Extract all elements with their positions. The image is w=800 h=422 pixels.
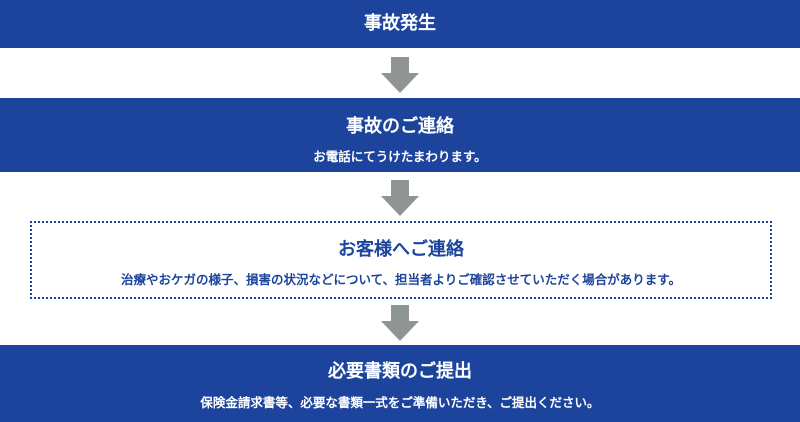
step-title: お客様へご連絡 — [338, 239, 464, 260]
step-title: 事故のご連絡 — [346, 116, 454, 137]
step-accident-occurrence: 事故発生 — [0, 0, 800, 48]
step-title: 必要書類のご提出 — [328, 361, 472, 382]
step-description: 治療やおケガの様子、損害の状況などについて、担当者よりご確認させていただく場合が… — [120, 272, 681, 287]
arrow-down-icon — [381, 305, 419, 341]
step-title: 事故発生 — [364, 13, 436, 34]
step-contact-customer: お客様へご連絡 治療やおケガの様子、損害の状況などについて、担当者よりご確認させ… — [30, 221, 772, 299]
step-submit-documents: 必要書類のご提出 保険金請求書等、必要な書類一式をご準備いただき、ご提出ください… — [0, 345, 800, 422]
step-accident-report: 事故のご連絡 お電話にてうけたまわります。 — [0, 98, 800, 172]
step-description: 保険金請求書等、必要な書類一式をご準備いただき、ご提出ください。 — [200, 395, 600, 410]
arrow-down-icon — [381, 180, 419, 216]
arrow-down-icon — [381, 57, 419, 93]
step-description: お電話にてうけたまわります。 — [313, 149, 487, 164]
